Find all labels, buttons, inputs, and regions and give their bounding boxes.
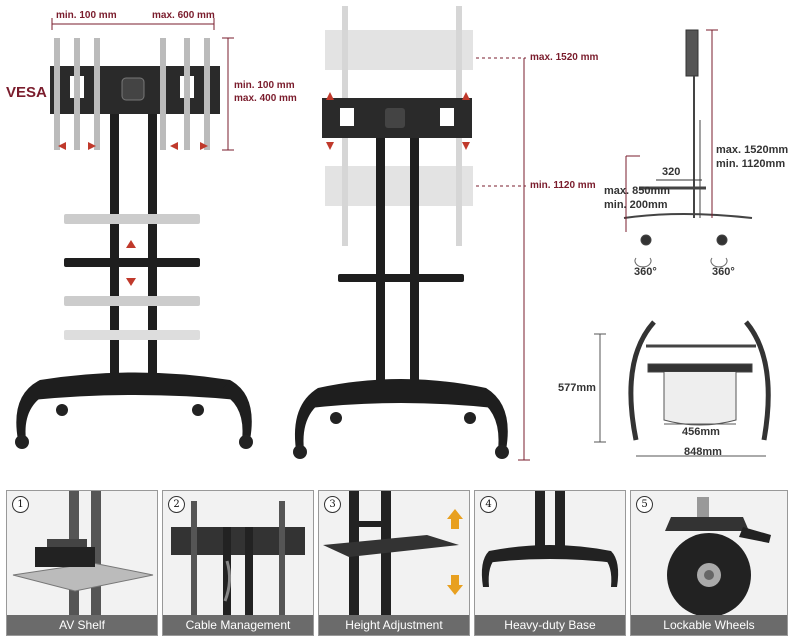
- feature-number: 5: [636, 496, 653, 513]
- vesa-width-dimension: [51, 18, 215, 30]
- base-inner-width: 456mm: [682, 426, 720, 438]
- vesa-max-width: max. 600 mm: [152, 10, 215, 21]
- feature-heavy-duty-base: 4 Heavy-duty Base: [474, 490, 626, 636]
- feature-caption: Lockable Wheels: [631, 615, 787, 635]
- shelf-ghost: [64, 214, 200, 224]
- feature-number: 3: [324, 496, 341, 513]
- base-outer-width: 848mm: [684, 446, 722, 458]
- feature-caption: AV Shelf: [7, 615, 157, 635]
- side-max-height: max. 1520mm: [716, 144, 789, 156]
- vesa-label: VESA: [6, 84, 47, 101]
- feature-lockable-wheels: 5 Lockable Wheels: [630, 490, 788, 636]
- side-min-height: min. 1120mm: [716, 158, 786, 170]
- shelf-depth: 320: [662, 166, 681, 178]
- height-max: max. 1520 mm: [530, 52, 599, 63]
- base-height: 577mm: [558, 382, 596, 394]
- vesa-min-width: min. 100 mm: [56, 10, 117, 21]
- stand-2-height: [293, 6, 509, 459]
- rotation-right: 360°: [712, 266, 735, 278]
- feature-number: 2: [168, 496, 185, 513]
- feature-av-shelf: 1 AV Shelf: [6, 490, 158, 636]
- feature-caption: Height Adjustment: [319, 615, 469, 635]
- feature-number: 1: [12, 496, 29, 513]
- base-1: [15, 372, 253, 449]
- feature-cable-management: 2 Cable Management: [162, 490, 314, 636]
- feature-number: 4: [480, 496, 497, 513]
- side-view-diagram: [623, 29, 753, 268]
- shelf-min: min. 200mm: [604, 199, 668, 211]
- tv-mount-bracket: [50, 38, 220, 150]
- vesa-max-height: max. 400 mm: [234, 93, 297, 104]
- shelf-max: max. 850mm: [604, 185, 671, 197]
- vesa-min-height: min. 100 mm: [234, 80, 295, 91]
- base-front-diagram: [594, 320, 771, 457]
- vesa-height-dimension: [222, 37, 234, 151]
- height-guides: [476, 57, 530, 461]
- av-shelf: [64, 258, 200, 267]
- feature-height-adjustment: 3 Height Adjustment: [318, 490, 470, 636]
- height-min: min. 1120 mm: [530, 180, 596, 191]
- feature-caption: Cable Management: [163, 615, 313, 635]
- feature-caption: Heavy-duty Base: [475, 615, 625, 635]
- rotation-left: 360°: [634, 266, 657, 278]
